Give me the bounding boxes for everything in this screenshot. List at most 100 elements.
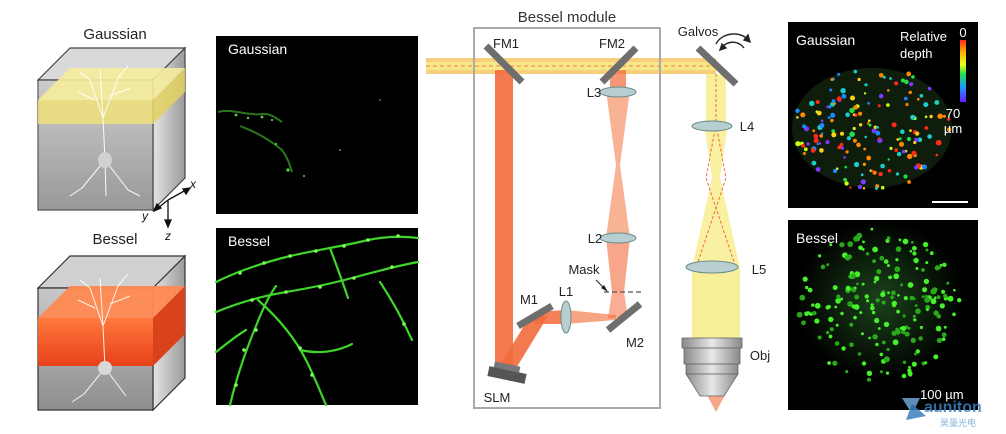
bessel-cell [818,254,822,258]
bessel-cell [914,304,918,307]
depth-cell [903,174,908,179]
depth-cell [919,94,924,98]
depth-cell [923,102,929,108]
bessel-cell [900,283,904,287]
depth-cell [935,153,939,157]
bessel-cell [896,309,900,314]
depth-cell [828,105,832,109]
bessel-cell [873,280,877,284]
depth-cell [809,100,815,107]
bessel-cell [903,296,908,301]
depth-cell [833,168,838,174]
bessel-cell [832,285,838,291]
label-m2: M2 [626,335,644,350]
depth-cell [830,78,834,81]
depth-cell [819,134,823,138]
bessel-cell [853,304,860,310]
bessel-cell [957,298,962,303]
bessel-cell [953,288,956,292]
bessel-cell [868,336,871,340]
depth-cell [866,122,870,125]
depth-cell [887,89,890,92]
bessel-cell [872,334,878,340]
m1-mirror [516,302,554,330]
depth-cell [867,101,870,105]
bessel-cell [913,318,917,322]
bessel-cell [845,370,849,374]
gaussian-depth-image [788,22,978,208]
bessel-cell [925,261,929,265]
colorbar-bottom-unit: µm [944,121,962,136]
bessel-cell [912,245,917,251]
depth-cell [862,187,866,190]
bessel-cell [885,371,890,375]
bessel-cell [847,254,853,259]
depth-cell [812,129,816,133]
colorbar-title-line1: Relative [900,29,947,44]
bessel-cell [912,314,917,318]
depth-cell [863,147,867,151]
depth-cell [864,135,867,139]
depth-cell [898,137,902,141]
bessel-cell [866,377,872,382]
bessel-cell [809,312,813,316]
bessel-cell [913,257,919,264]
colorbar-title-line2: depth [900,46,933,61]
depth-cell [852,113,856,116]
bessel-cell [946,281,950,285]
bessel-cell [907,282,914,288]
depth-cell [811,160,817,166]
depth-cell [877,104,881,108]
bessel-cell [879,352,884,357]
bessel-cell [841,346,846,351]
depth-cell [876,126,879,129]
bessel-cell [907,371,913,377]
bessel-cell [832,360,838,366]
depth-cell [820,119,824,123]
colorbar-bottom-value: 70 [946,106,960,121]
depth-cell [816,110,822,116]
depth-cell [825,140,830,145]
bessel-cell [890,295,894,300]
bessel-cell [875,342,879,347]
bessel-module-title: Bessel module [518,9,616,26]
depth-cell [857,184,863,190]
bessel-cell [811,303,815,307]
depth-cell [906,71,912,77]
lens-l4 [691,120,733,132]
label-m1: M1 [520,292,538,307]
depth-cell [837,72,841,76]
bessel-cell [929,251,934,256]
depth-cell [867,119,871,123]
depth-cell [894,81,899,86]
depth-cell [946,127,952,132]
bessel-cell [870,227,874,231]
depth-cell [886,103,890,107]
bessel-cell [872,259,876,264]
depth-cell [833,102,837,105]
bessel-cell [835,323,839,327]
depth-cell [894,148,899,153]
label-slm: SLM [484,390,511,405]
bessel-cell [909,295,915,301]
depth-cell [843,156,846,159]
label-obj: Obj [750,348,770,363]
bessel-cell [864,294,869,299]
brand-watermark: auniton 昊量光电 [902,398,982,428]
bessel-cell [847,301,853,307]
bessel-cell [826,263,830,267]
depth-cell [800,112,806,118]
depth-cell [849,131,855,137]
bessel-cell [845,285,851,291]
bessel-cell [856,282,859,286]
depth-cell [905,102,909,107]
bessel-cell [942,262,947,267]
depth-cell [826,105,829,109]
bessel-cell [854,294,860,300]
bessel-cell [874,317,880,324]
depth-cell [863,92,867,95]
bessel-cell [934,296,937,300]
bessel-cell [799,294,806,301]
bessel-cell [849,342,854,348]
bessel-cell [886,347,890,352]
